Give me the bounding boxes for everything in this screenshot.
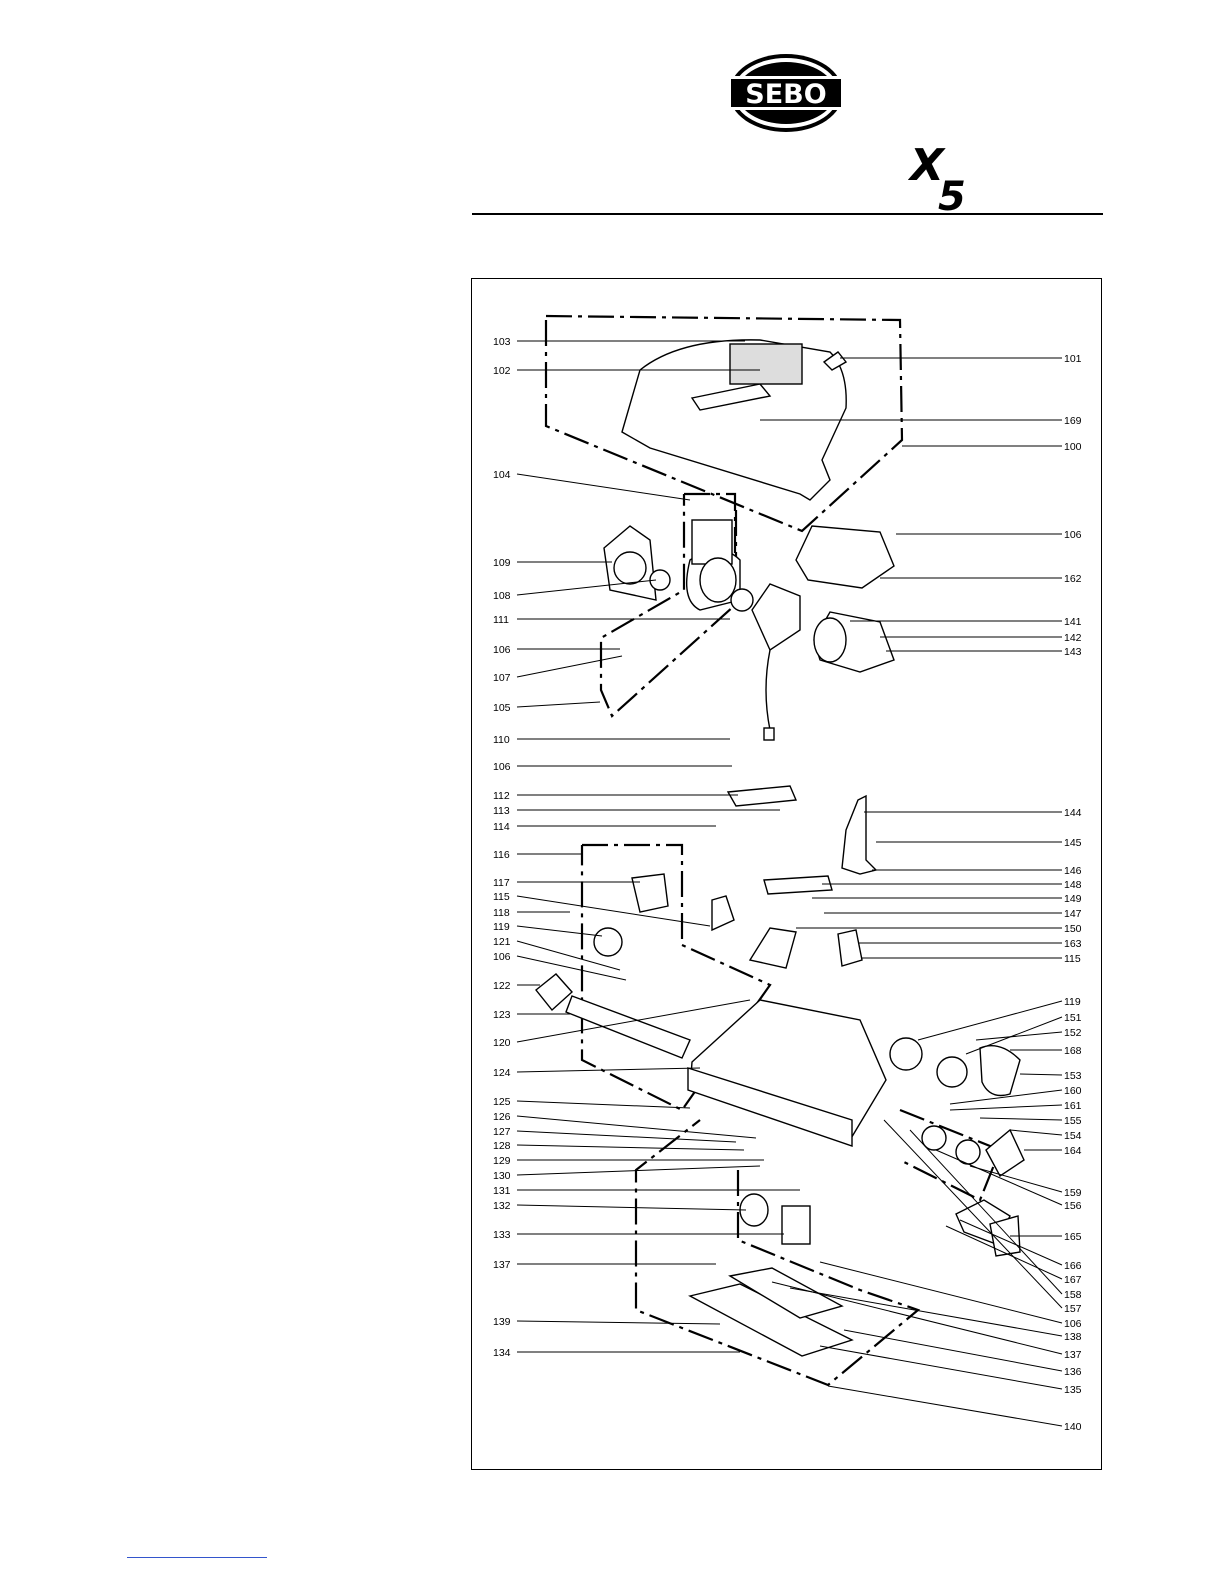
- part-label: 106: [493, 951, 511, 963]
- svg-text:SEBO: SEBO: [745, 79, 826, 110]
- part-label: 148: [1064, 879, 1082, 891]
- part-label: 111: [493, 614, 509, 626]
- part-label: 161: [1064, 1100, 1082, 1112]
- part-label: 106: [493, 644, 511, 656]
- part-label: 125: [493, 1096, 511, 1108]
- part-label: 131: [493, 1185, 511, 1197]
- part-label: 106: [493, 761, 511, 773]
- part-label: 160: [1064, 1085, 1082, 1097]
- group-outline-brushbar: [580, 843, 772, 1112]
- part-label: 115: [493, 891, 510, 903]
- group-outline-right: [899, 1108, 1002, 1202]
- part-label: 110: [493, 734, 510, 746]
- part-label: 112: [493, 790, 510, 802]
- part-label: 104: [493, 469, 511, 481]
- part-label: 159: [1064, 1187, 1082, 1199]
- part-label: 126: [493, 1111, 511, 1123]
- part-label: 115: [1064, 953, 1081, 965]
- part-label: 118: [493, 907, 510, 919]
- part-label: 102: [493, 365, 511, 377]
- part-label: 143: [1064, 646, 1082, 658]
- part-label: 109: [493, 557, 511, 569]
- part-label: 136: [1064, 1366, 1082, 1378]
- part-label: 133: [493, 1229, 511, 1241]
- svg-text:X: X: [908, 140, 946, 191]
- part-label: 120: [493, 1037, 511, 1049]
- part-label: 122: [493, 980, 511, 992]
- part-label: 139: [493, 1316, 511, 1328]
- part-label: 158: [1064, 1289, 1082, 1301]
- part-label: 135: [1064, 1384, 1082, 1396]
- part-label: 130: [493, 1170, 511, 1182]
- part-label: 166: [1064, 1260, 1082, 1272]
- part-label: 167: [1064, 1274, 1082, 1286]
- part-label: 113: [493, 805, 510, 817]
- part-label: 119: [1064, 996, 1081, 1008]
- group-outline-top: [544, 314, 904, 533]
- part-label: 151: [1064, 1012, 1082, 1024]
- part-label: 142: [1064, 632, 1082, 644]
- part-label: 165: [1064, 1231, 1082, 1243]
- group-outline-fan: [599, 492, 737, 718]
- part-label: 137: [493, 1259, 511, 1271]
- svg-text:5: 5: [938, 174, 966, 212]
- part-label: 150: [1064, 923, 1082, 935]
- part-label: 123: [493, 1009, 511, 1021]
- model-x5-logo: X 5: [908, 140, 966, 212]
- part-label: 157: [1064, 1303, 1082, 1315]
- part-label: 107: [493, 672, 511, 684]
- part-label: 138: [1064, 1331, 1082, 1343]
- part-label: 119: [493, 921, 510, 933]
- part-label: 103: [493, 336, 511, 348]
- part-label: 129: [493, 1155, 511, 1167]
- right-part-labels: 101 169 100 106 162 141 142 143 144 145 …: [1064, 353, 1082, 1433]
- part-label: 108: [493, 590, 511, 602]
- left-part-labels: 103 102 104 109 108 111 106 107 105 110 …: [493, 336, 511, 1359]
- part-label: 156: [1064, 1200, 1082, 1212]
- part-label: 141: [1064, 616, 1082, 628]
- part-label: 149: [1064, 893, 1082, 905]
- part-label: 140: [1064, 1421, 1082, 1433]
- leader-lines: [516, 340, 1063, 1427]
- part-label: 146: [1064, 865, 1082, 877]
- components: [535, 339, 1025, 1357]
- part-label: 132: [493, 1200, 511, 1212]
- part-label: 134: [493, 1347, 511, 1359]
- part-label: 114: [493, 821, 510, 833]
- part-label: 164: [1064, 1145, 1082, 1157]
- part-label: 124: [493, 1067, 511, 1079]
- part-label: 127: [493, 1126, 511, 1138]
- sebo-logo: SEBO: [729, 54, 843, 132]
- part-label: 116: [493, 849, 510, 861]
- diagram-frame: [471, 278, 1102, 1470]
- part-label: 105: [493, 702, 511, 714]
- part-label: 106: [1064, 529, 1082, 541]
- part-label: 101: [1064, 353, 1082, 365]
- part-label: 144: [1064, 807, 1082, 819]
- part-label: 147: [1064, 908, 1082, 920]
- part-label: 137: [1064, 1349, 1082, 1361]
- part-label: 168: [1064, 1045, 1082, 1057]
- part-label: 128: [493, 1140, 511, 1152]
- part-label: 121: [493, 936, 511, 948]
- header-rule: [472, 213, 1103, 215]
- part-label: 163: [1064, 938, 1082, 950]
- group-outline-base: [634, 1119, 921, 1387]
- part-label: 162: [1064, 573, 1082, 585]
- part-label: 117: [493, 877, 510, 889]
- part-label: 154: [1064, 1130, 1082, 1142]
- part-label: 145: [1064, 837, 1082, 849]
- part-label: 153: [1064, 1070, 1082, 1082]
- part-label: 169: [1064, 415, 1082, 427]
- part-label: 106: [1064, 1318, 1082, 1330]
- part-label: 100: [1064, 441, 1082, 453]
- part-label: 152: [1064, 1027, 1082, 1039]
- part-label: 155: [1064, 1115, 1082, 1127]
- footer-rule: [127, 1557, 267, 1558]
